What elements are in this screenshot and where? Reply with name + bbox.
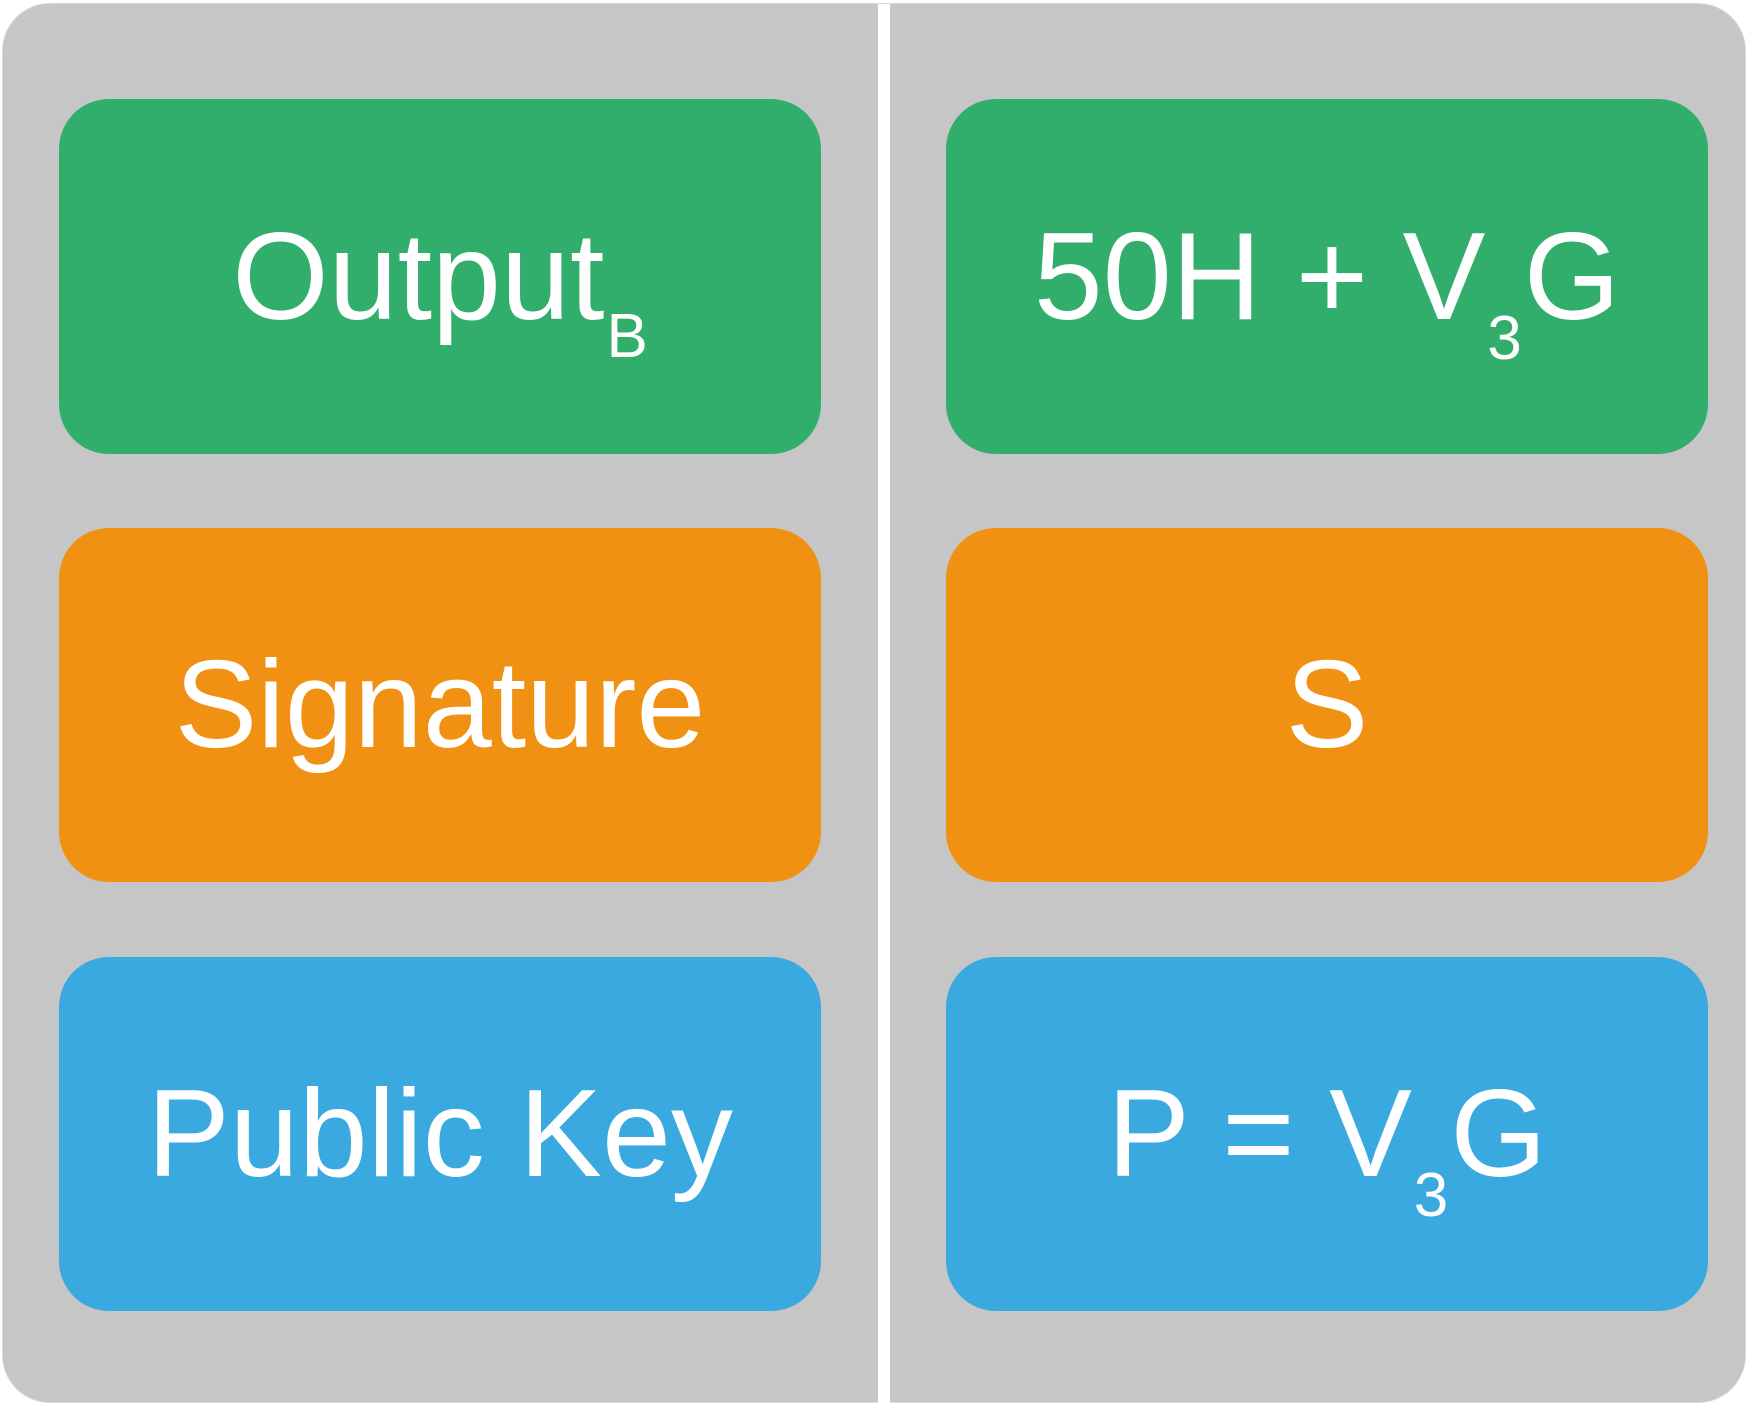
- public-key-label: Public Key: [147, 1065, 733, 1203]
- output-value: 50H + V3G: [1034, 215, 1620, 370]
- output-value-prefix: 50H + V: [1033, 207, 1486, 346]
- public-key-value: P = V3G: [1107, 1072, 1546, 1227]
- public-key-value-card: P = V3G: [946, 957, 1708, 1311]
- public-key-value-subscript: 3: [1413, 1161, 1449, 1230]
- signature-value: S: [1285, 636, 1369, 774]
- output-label-subscript: B: [606, 301, 648, 371]
- output-value-card: 50H + V3G: [946, 99, 1708, 454]
- signature-value-card: S: [946, 528, 1708, 882]
- public-key-value-suffix: G: [1450, 1065, 1547, 1203]
- column-divider: [878, 4, 890, 1404]
- output-value-suffix: G: [1523, 207, 1621, 346]
- output-value-subscript: 3: [1487, 303, 1522, 373]
- signature-card: Signature: [59, 528, 821, 882]
- public-key-value-prefix: P = V: [1107, 1065, 1412, 1203]
- public-key-card: Public Key: [59, 957, 821, 1311]
- output-label: OutputB: [232, 215, 648, 368]
- diagram-panel: OutputB 50H + V3G Signature S Public Key…: [2, 3, 1746, 1404]
- signature-label: Signature: [174, 636, 706, 774]
- output-card: OutputB: [59, 99, 821, 454]
- output-label-main: Output: [232, 207, 605, 346]
